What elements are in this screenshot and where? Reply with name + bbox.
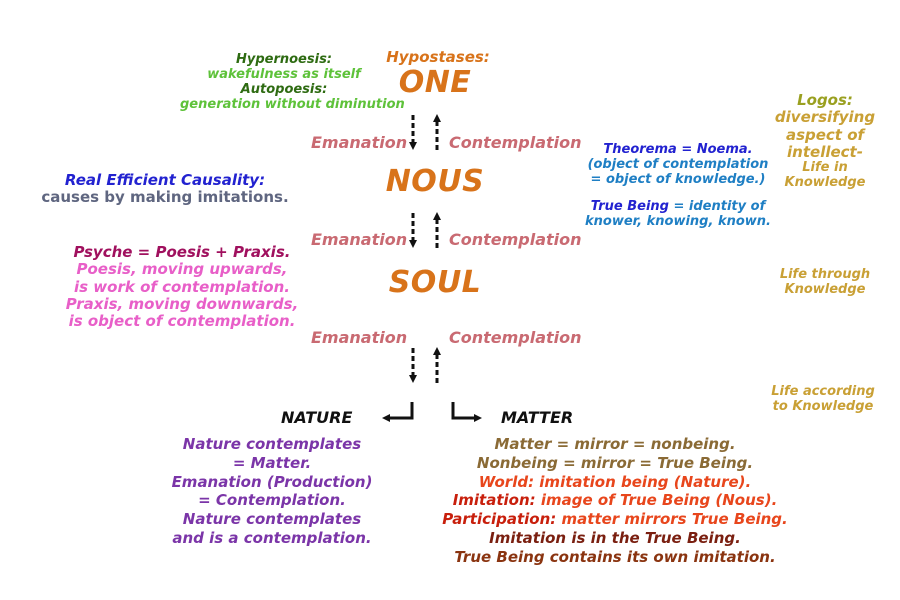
contemplation-label-2: Contemplation — [449, 230, 582, 249]
participation-text: matter mirrors True Being. — [556, 510, 788, 528]
logos-block: Logos: diversifying aspect of intellect-… — [765, 91, 885, 191]
logos-line-6: Knowledge — [784, 174, 866, 190]
causality-text: causes by making imitations. — [41, 188, 289, 207]
life-according-line-2: to Knowledge — [772, 398, 874, 414]
life-through-line-1: Life through — [779, 267, 871, 282]
life-according-block: Life according to Knowledge — [763, 384, 883, 415]
emanation-label-2: Emanation — [311, 230, 408, 249]
nature-title: NATURE — [281, 408, 353, 427]
logos-line-1: Logos: — [797, 91, 853, 109]
hypernoesis-text: wakefulness as itself — [207, 66, 361, 82]
life-according-line-1: Life according — [771, 384, 875, 399]
participation-label: Participation: — [442, 510, 557, 528]
nature-line-3: Emanation (Production) — [171, 472, 373, 491]
matter-participation-line: Participation: matter mirrors True Being… — [440, 510, 790, 529]
nature-line-1: Nature contemplates — [182, 435, 362, 453]
matter-line-3: World: imitation being (Nature). — [478, 472, 752, 491]
true-being-line: True Being = identity of — [578, 198, 778, 215]
imitation-text: image of True Being (Nous). — [535, 491, 778, 510]
hypostases-heading: Hypostases: — [386, 48, 490, 66]
causality-label: Real Efficient Causality: — [64, 171, 266, 189]
logos-line-5: Life in — [802, 160, 848, 175]
soul-title: SOUL — [388, 265, 482, 300]
true-being-label: True Being — [590, 198, 669, 214]
nature-line-5: Nature contemplates — [182, 510, 362, 528]
matter-line-6: Imitation is in the True Being. — [489, 528, 741, 547]
psyche-line-4: Praxis, moving downwards, — [65, 294, 299, 313]
autopoesis-label: Autopoesis: — [240, 81, 328, 97]
theorema-line-1: Theorema = Noema. — [603, 142, 753, 157]
life-through-line-2: Knowledge — [784, 281, 866, 297]
theorema-block: Theorema = Noema. (object of contemplati… — [578, 142, 778, 230]
logos-line-2: diversifying — [774, 108, 876, 127]
nous-title: NOUS — [385, 164, 485, 199]
matter-imitation-line: Imitation: image of True Being (Nous). — [440, 491, 790, 510]
matter-line-1: Matter = mirror = nonbeing. — [494, 435, 736, 453]
life-through-block: Life through Knowledge — [765, 267, 885, 298]
arrow-to-nature — [382, 402, 414, 422]
true-being-text: = identity of — [668, 198, 766, 214]
causality-block: Real Efficient Causality: causes by maki… — [40, 171, 290, 207]
emanation-label-1: Emanation — [311, 133, 408, 152]
nature-line-4: = Contemplation. — [198, 491, 346, 510]
psyche-line-3: is work of contemplation. — [74, 277, 290, 296]
hypernoesis-label: Hypernoesis: — [235, 52, 333, 67]
matter-block: Matter = mirror = nonbeing. Nonbeing = m… — [440, 435, 790, 566]
theorema-line-3: = object of knowledge.) — [590, 171, 766, 187]
nature-block: Nature contemplates = Matter. Emanation … — [162, 435, 382, 548]
logos-line-3: aspect of — [785, 125, 865, 144]
contemplation-label-3: Contemplation — [449, 328, 582, 347]
arrow-to-matter — [451, 402, 482, 422]
contemplation-label-1: Contemplation — [449, 133, 582, 152]
psyche-line-5: is object of contemplation. — [68, 312, 296, 330]
psyche-block: Psyche = Poesis + Praxis. Poesis, moving… — [62, 243, 302, 330]
matter-line-2: Nonbeing = mirror = True Being. — [476, 453, 754, 472]
one-notes: Hypernoesis: wakefulness as itself Autop… — [180, 52, 405, 113]
psyche-line-1: Psyche = Poesis + Praxis. — [73, 243, 291, 261]
matter-line-7: True Being contains its own imitation. — [454, 547, 776, 566]
theorema-line-5: knower, knowing, known. — [585, 213, 771, 229]
logos-line-4: intellect- — [787, 142, 863, 161]
matter-title: MATTER — [501, 408, 574, 427]
nature-line-6: and is a contemplation. — [172, 528, 372, 547]
psyche-line-2: Poesis, moving upwards, — [76, 260, 288, 279]
imitation-label: Imitation: — [452, 491, 536, 510]
nature-line-2: = Matter. — [232, 453, 312, 472]
one-title: ONE — [398, 65, 472, 100]
autopoesis-text: generation without diminution — [180, 96, 405, 112]
theorema-line-2: (object of contemplation — [587, 156, 769, 172]
emanation-label-3: Emanation — [311, 328, 408, 347]
